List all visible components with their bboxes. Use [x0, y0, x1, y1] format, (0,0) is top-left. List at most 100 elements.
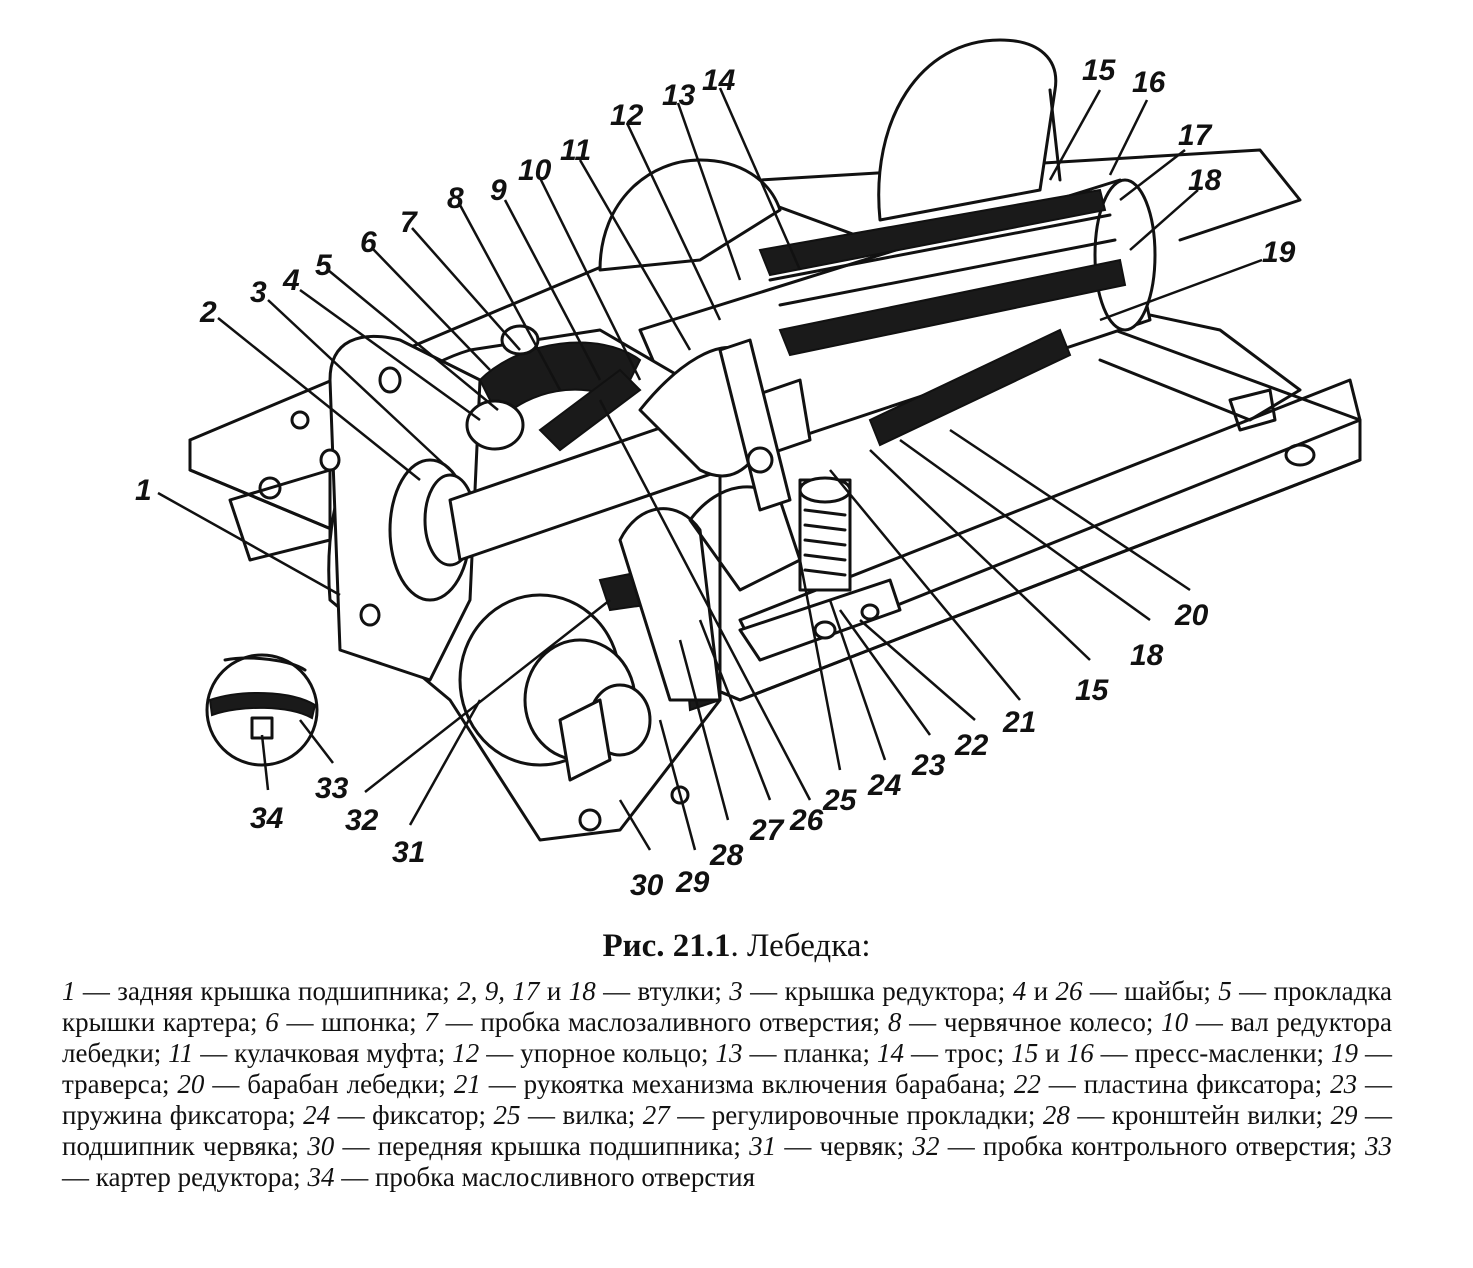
callout-32: 32 — [345, 804, 379, 837]
callout-13: 13 — [662, 79, 696, 112]
legend-number: 13 — [715, 1038, 743, 1068]
callout-21: 21 — [1002, 706, 1036, 739]
callout-25: 25 — [822, 784, 858, 817]
legend-text: и — [1038, 1038, 1067, 1068]
worm-assembly — [458, 485, 802, 782]
legend-number: 25 — [493, 1100, 521, 1130]
legend-text: — фиксатор; — [330, 1100, 494, 1130]
figure-caption: Рис. 21.1. Лебедка: — [0, 928, 1473, 965]
legend-text: — упорное кольцо; — [479, 1038, 716, 1068]
legend-number: 27 — [642, 1100, 670, 1130]
figure-legend: 1 — задняя крышка подшипника; 2, 9, 17 и… — [62, 976, 1392, 1193]
callout-4: 4 — [282, 264, 300, 297]
legend-number: 12 — [452, 1038, 480, 1068]
callout-34: 34 — [250, 802, 284, 835]
callout-15: 15 — [1082, 54, 1117, 87]
detent-assembly — [738, 476, 902, 662]
callout-23: 23 — [911, 749, 946, 782]
callout-24: 24 — [867, 769, 902, 802]
callout-11: 11 — [560, 134, 591, 167]
callout-16: 16 — [1132, 66, 1166, 99]
callout-2: 2 — [199, 296, 217, 329]
legend-number: 29 — [1330, 1100, 1358, 1130]
callout-15-b: 15 — [1075, 674, 1110, 707]
legend-number: 4 — [1012, 976, 1027, 1006]
callout-17: 17 — [1178, 119, 1213, 152]
legend-text: — пробка маслосливного отверстия — [334, 1162, 756, 1192]
legend-number: 3 — [729, 976, 743, 1006]
legend-number: 7 — [424, 1007, 438, 1037]
legend-number: 1 — [62, 976, 76, 1006]
legend-number: 34 — [307, 1162, 335, 1192]
legend-text: — вилка; — [520, 1100, 643, 1130]
legend-number: 11 — [168, 1038, 194, 1068]
legend-number: 22 — [1013, 1069, 1041, 1099]
legend-text: — кронштейн вилки; — [1069, 1100, 1331, 1130]
legend-text: — пружина фиксатора; — [62, 1069, 1392, 1130]
callout-18-b: 18 — [1130, 639, 1164, 672]
legend-number: 18 — [568, 976, 596, 1006]
callout-19: 19 — [1262, 236, 1296, 269]
legend-text: — задняя крышка подшипника; — [75, 976, 458, 1006]
callout-14: 14 — [702, 64, 736, 97]
legend-text: — втулки; — [595, 976, 730, 1006]
legend-text: — пластина фиксатора; — [1040, 1069, 1331, 1099]
drain-plug-inset — [205, 653, 319, 767]
legend-number: 24 — [303, 1100, 331, 1130]
callout-7: 7 — [400, 206, 418, 239]
callout-18: 18 — [1188, 164, 1222, 197]
legend-text: — передняя крышка подшипника; — [334, 1131, 750, 1161]
callout-3: 3 — [250, 276, 267, 309]
callout-6: 6 — [360, 226, 377, 259]
legend-text: — подшипник червяка; — [62, 1100, 1393, 1161]
legend-number: 16 — [1066, 1038, 1094, 1068]
legend-number: 30 — [307, 1131, 335, 1161]
figure-title: . Лебедка: — [730, 928, 871, 964]
callout-20: 20 — [1174, 599, 1209, 632]
callout-22: 22 — [954, 729, 989, 762]
legend-number: 8 — [887, 1007, 902, 1037]
callout-33: 33 — [315, 772, 349, 805]
legend-number: 6 — [265, 1007, 279, 1037]
callout-8: 8 — [447, 182, 464, 215]
clutch-lever — [638, 338, 792, 512]
callout-28: 28 — [709, 839, 744, 872]
legend-text: и — [1026, 976, 1056, 1006]
legend-text: — рукоятка механизма включения барабана; — [480, 1069, 1014, 1099]
legend-text: — шпонка; — [278, 1007, 425, 1037]
legend-text: — регулировочные прокладки; — [669, 1100, 1043, 1130]
legend-text: — червячное колесо; — [901, 1007, 1162, 1037]
callout-27: 27 — [749, 814, 785, 847]
legend-text: и — [539, 976, 569, 1006]
legend-text: — кулачковая муфта; — [193, 1038, 453, 1068]
callout-5: 5 — [315, 249, 333, 282]
figure-number: Рис. 21.1 — [602, 928, 731, 964]
legend-number: 20 — [177, 1069, 205, 1099]
callout-1: 1 — [135, 474, 152, 507]
legend-number: 28 — [1042, 1100, 1070, 1130]
legend-text: — трос; — [904, 1038, 1012, 1068]
legend-number: 31 — [749, 1131, 777, 1161]
legend-text: — крышка редуктора; — [742, 976, 1013, 1006]
callout-12: 12 — [610, 99, 644, 132]
legend-number: 19 — [1331, 1038, 1359, 1068]
drum-flanges — [598, 38, 1062, 272]
callout-26: 26 — [789, 804, 824, 837]
legend-number: 32 — [912, 1131, 940, 1161]
legend-number: 15 — [1011, 1038, 1039, 1068]
legend-number: 33 — [1364, 1131, 1392, 1161]
leader-lines — [157, 87, 1263, 851]
legend-number: 23 — [1330, 1069, 1358, 1099]
legend-text: — вал редуктора лебедки; — [62, 1007, 1392, 1068]
callout-30: 30 — [630, 869, 664, 902]
legend-text: — планка; — [742, 1038, 878, 1068]
legend-number: 26 — [1055, 976, 1083, 1006]
legend-text: — пресс-масленки; — [1093, 1038, 1332, 1068]
legend-text: — прокладка крышки картера; — [62, 976, 1393, 1037]
legend-text: — картер редуктора; — [62, 1162, 308, 1192]
callout-29: 29 — [675, 866, 710, 899]
callout-labels: 1 2 3 4 5 6 7 8 9 10 11 12 13 14 15 16 1… — [135, 54, 1296, 902]
callout-31: 31 — [392, 836, 425, 869]
legend-number: 21 — [453, 1069, 481, 1099]
legend-number: 2, 9, 17 — [457, 976, 540, 1006]
